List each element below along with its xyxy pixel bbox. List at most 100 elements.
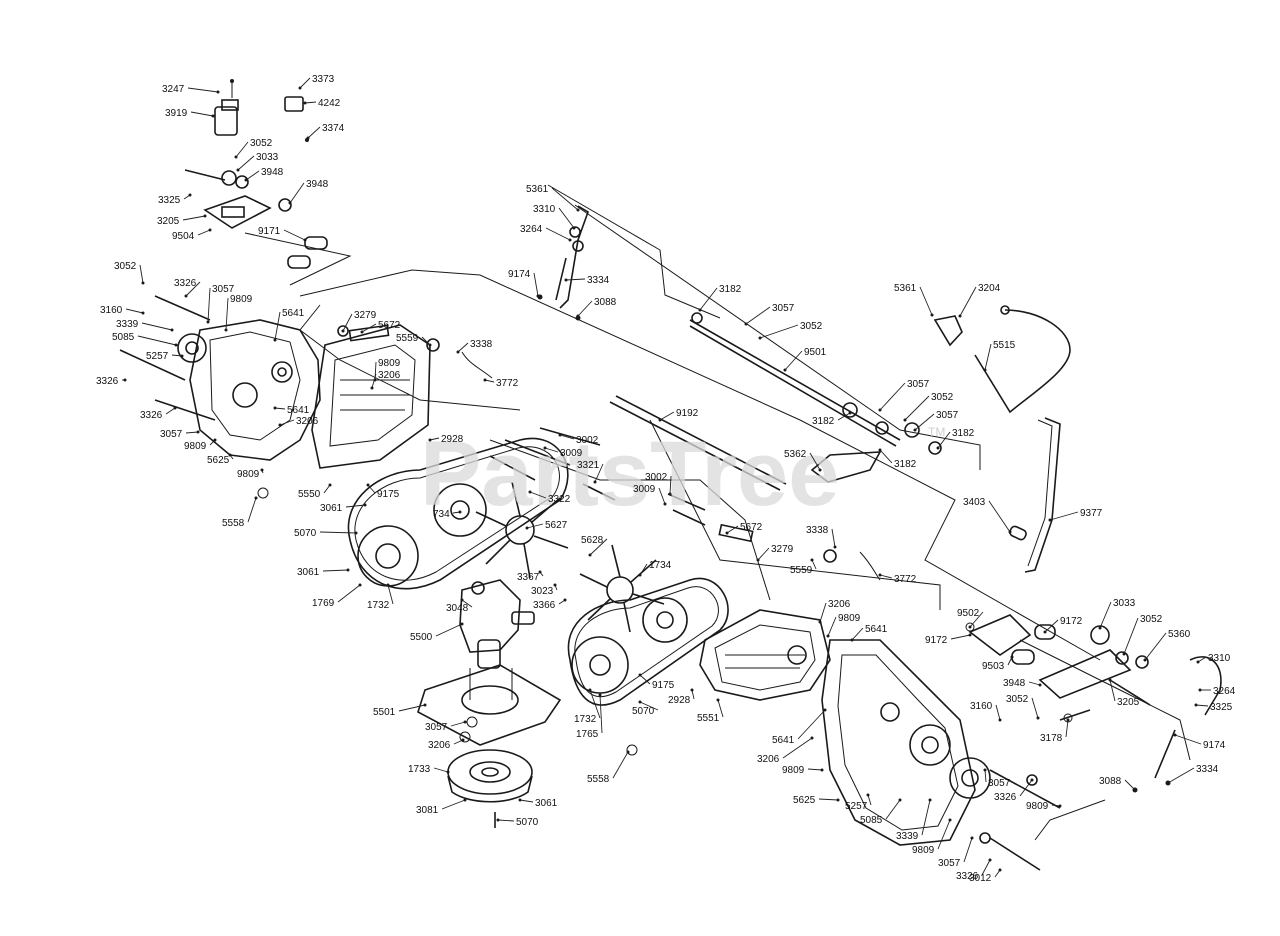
part-callout-9504[interactable]: 9504 (172, 231, 195, 242)
part-callout-5500[interactable]: 5500 (410, 632, 433, 643)
part-callout-3052[interactable]: 3052 (1006, 694, 1029, 705)
part-callout-5641[interactable]: 5641 (772, 735, 795, 746)
part-callout-3206[interactable]: 3206 (828, 599, 851, 610)
part-callout-3367[interactable]: 3367 (517, 572, 540, 583)
part-callout-3057[interactable]: 3057 (988, 778, 1011, 789)
part-callout-3061[interactable]: 3061 (535, 798, 558, 809)
part-callout-4242[interactable]: 4242 (318, 98, 341, 109)
part-callout-5085[interactable]: 5085 (860, 815, 883, 826)
part-callout-5361[interactable]: 5361 (526, 184, 549, 195)
part-callout-3048[interactable]: 3048 (446, 603, 469, 614)
part-callout-3057[interactable]: 3057 (907, 379, 930, 390)
part-callout-5360[interactable]: 5360 (1168, 629, 1191, 640)
part-callout-3325[interactable]: 3325 (1210, 702, 1233, 713)
part-callout-9175[interactable]: 9175 (377, 489, 400, 500)
part-callout-3373[interactable]: 3373 (312, 74, 335, 85)
part-callout-3326[interactable]: 3326 (956, 871, 979, 882)
part-callout-1769[interactable]: 1769 (312, 598, 335, 609)
part-callout-9809[interactable]: 9809 (912, 845, 935, 856)
part-callout-1733[interactable]: 1733 (408, 764, 431, 775)
part-callout-9809[interactable]: 9809 (230, 294, 253, 305)
part-callout-3334[interactable]: 3334 (587, 275, 610, 286)
part-callout-3247[interactable]: 3247 (162, 84, 185, 95)
part-callout-3772[interactable]: 3772 (894, 574, 917, 585)
part-callout-5641[interactable]: 5641 (282, 308, 305, 319)
part-callout-5085[interactable]: 5085 (112, 332, 135, 343)
part-callout-3002[interactable]: 3002 (576, 435, 599, 446)
part-callout-5550[interactable]: 5550 (298, 489, 321, 500)
part-callout-3206[interactable]: 3206 (428, 740, 451, 751)
part-callout-5628[interactable]: 5628 (581, 535, 604, 546)
part-callout-9809[interactable]: 9809 (237, 469, 260, 480)
part-callout-3279[interactable]: 3279 (771, 544, 794, 555)
part-callout-3052[interactable]: 3052 (800, 321, 823, 332)
part-callout-9809[interactable]: 9809 (838, 613, 861, 624)
part-callout-3057[interactable]: 3057 (938, 858, 961, 869)
part-callout-9809[interactable]: 9809 (184, 441, 207, 452)
part-callout-3160[interactable]: 3160 (100, 305, 123, 316)
part-callout-3321[interactable]: 3321 (577, 460, 600, 471)
part-callout-3326[interactable]: 3326 (994, 792, 1017, 803)
part-callout-3366[interactable]: 3366 (533, 600, 556, 611)
part-callout-3339[interactable]: 3339 (116, 319, 139, 330)
part-callout-3023[interactable]: 3023 (531, 586, 554, 597)
part-callout-5501[interactable]: 5501 (373, 707, 396, 718)
part-callout-9192[interactable]: 9192 (676, 408, 699, 419)
part-callout-3088[interactable]: 3088 (594, 297, 617, 308)
part-callout-3310[interactable]: 3310 (533, 204, 556, 215)
part-callout-3057[interactable]: 3057 (425, 722, 448, 733)
part-callout-3052[interactable]: 3052 (931, 392, 954, 403)
part-callout-3057[interactable]: 3057 (212, 284, 235, 295)
part-callout-3339[interactable]: 3339 (896, 831, 919, 842)
part-callout-3948[interactable]: 3948 (306, 179, 329, 190)
part-callout-3057[interactable]: 3057 (936, 410, 959, 421)
part-callout-5559[interactable]: 5559 (790, 565, 813, 576)
part-callout-5070[interactable]: 5070 (632, 706, 655, 717)
part-callout-3264[interactable]: 3264 (520, 224, 543, 235)
part-callout-2928[interactable]: 2928 (668, 695, 691, 706)
part-callout-3012[interactable]: 3012 (969, 873, 992, 884)
part-callout-3206[interactable]: 3206 (378, 370, 401, 381)
part-callout-5070[interactable]: 5070 (516, 817, 539, 828)
part-callout-3948[interactable]: 3948 (1003, 678, 1026, 689)
part-callout-5551[interactable]: 5551 (697, 713, 720, 724)
part-callout-734[interactable]: 734 (433, 509, 450, 520)
part-callout-9174[interactable]: 9174 (508, 269, 531, 280)
part-callout-5257[interactable]: 5257 (845, 801, 868, 812)
part-callout-9809[interactable]: 9809 (378, 358, 401, 369)
part-callout-5558[interactable]: 5558 (587, 774, 610, 785)
part-callout-2928[interactable]: 2928 (441, 434, 464, 445)
part-callout-9809[interactable]: 9809 (782, 765, 805, 776)
part-callout-3772[interactable]: 3772 (496, 378, 519, 389)
part-callout-3009[interactable]: 3009 (633, 484, 656, 495)
part-callout-3334[interactable]: 3334 (1196, 764, 1219, 775)
part-callout-5641[interactable]: 5641 (287, 405, 310, 416)
part-callout-3178[interactable]: 3178 (1040, 733, 1063, 744)
part-callout-3326[interactable]: 3326 (140, 410, 163, 421)
part-callout-3033[interactable]: 3033 (1113, 598, 1136, 609)
part-callout-9377[interactable]: 9377 (1080, 508, 1103, 519)
part-callout-3205[interactable]: 3205 (1117, 697, 1140, 708)
part-callout-3052[interactable]: 3052 (114, 261, 137, 272)
part-callout-3338[interactable]: 3338 (806, 525, 829, 536)
part-callout-3081[interactable]: 3081 (416, 805, 439, 816)
part-callout-5627[interactable]: 5627 (545, 520, 568, 531)
part-callout-5559[interactable]: 5559 (396, 333, 419, 344)
part-callout-5625[interactable]: 5625 (793, 795, 816, 806)
part-callout-3279[interactable]: 3279 (354, 310, 377, 321)
part-callout-3088[interactable]: 3088 (1099, 776, 1122, 787)
part-callout-5625[interactable]: 5625 (207, 455, 230, 466)
part-callout-3002[interactable]: 3002 (645, 472, 668, 483)
part-callout-3052[interactable]: 3052 (1140, 614, 1163, 625)
part-callout-3182[interactable]: 3182 (894, 459, 917, 470)
part-callout-3009[interactable]: 3009 (560, 448, 583, 459)
part-callout-5070[interactable]: 5070 (294, 528, 317, 539)
part-callout-9171[interactable]: 9171 (258, 226, 281, 237)
part-callout-1734[interactable]: 1734 (649, 560, 672, 571)
part-callout-9172[interactable]: 9172 (925, 635, 948, 646)
part-callout-3182[interactable]: 3182 (952, 428, 975, 439)
part-callout-9502[interactable]: 9502 (957, 608, 980, 619)
part-callout-3182[interactable]: 3182 (719, 284, 742, 295)
part-callout-9175[interactable]: 9175 (652, 680, 675, 691)
part-callout-3403[interactable]: 3403 (963, 497, 986, 508)
